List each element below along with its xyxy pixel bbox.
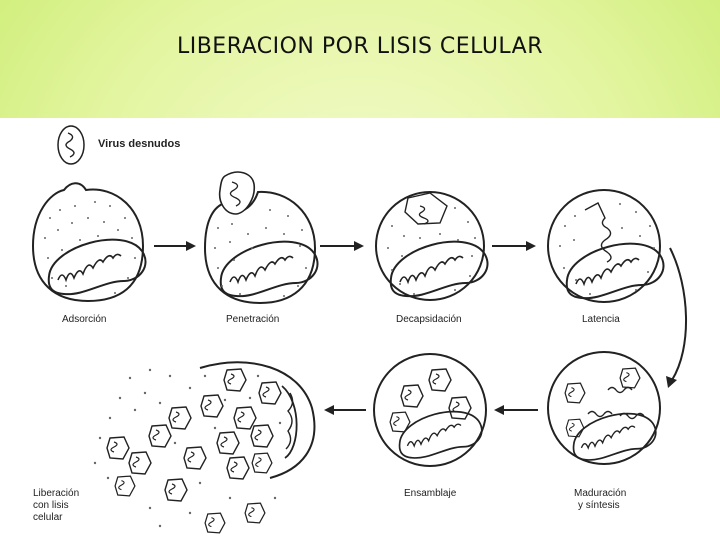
cell-latencia xyxy=(547,189,665,303)
slide-title: LIBERACION POR LISIS CELULAR xyxy=(176,34,544,59)
label-decapsidacion: Decapsidación xyxy=(396,314,462,325)
cell-ensamblaje xyxy=(373,353,487,467)
label-ensamblaje: Ensamblaje xyxy=(404,488,457,499)
arrow-1 xyxy=(154,241,196,251)
label-maduracion: Maduración y síntesis xyxy=(574,488,626,512)
label-liberacion-line2: con lisis xyxy=(33,500,69,511)
label-liberacion-line3: celular xyxy=(33,512,63,523)
arrow-4 xyxy=(494,405,538,415)
arrow-5 xyxy=(324,405,366,415)
label-liberacion-line1: Liberación xyxy=(33,488,80,499)
label-maduracion-line2: y síntesis xyxy=(578,500,620,511)
label-liberacion: Liberación con lisis celular xyxy=(33,488,79,524)
arrow-2 xyxy=(320,241,364,251)
legend-label: Virus desnudos xyxy=(98,138,181,150)
diagram-panel: Virus desnudos Adsorción Penetración Dec… xyxy=(0,118,720,540)
cell-maduracion xyxy=(547,351,661,465)
label-adsorcion: Adsorción xyxy=(62,314,107,325)
label-penetracion: Penetración xyxy=(226,314,280,325)
cell-adsorcion xyxy=(31,182,147,303)
cell-penetracion xyxy=(203,171,319,305)
arrow-3 xyxy=(492,241,536,251)
naked-virus-icon xyxy=(57,125,85,165)
arrow-curved-down xyxy=(666,247,687,388)
cell-decapsidacion xyxy=(375,191,489,301)
label-maduracion-line1: Maduración xyxy=(574,488,627,499)
cell-liberacion xyxy=(93,361,316,534)
label-latencia: Latencia xyxy=(582,314,620,325)
lysis-diagram xyxy=(31,125,687,534)
